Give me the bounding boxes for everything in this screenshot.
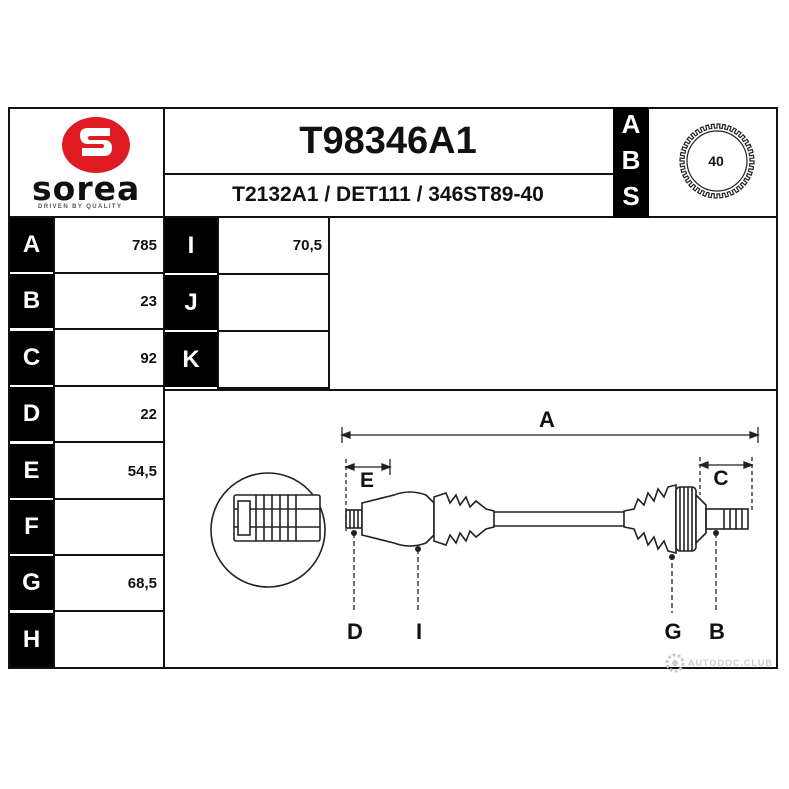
abs-letter-b: B	[621, 145, 641, 175]
dimension-value-j	[219, 275, 328, 330]
watermark-text: AUTODOC.CLUB	[688, 658, 773, 668]
abs-tooth-ring-icon	[679, 123, 755, 199]
table-row-divider	[53, 272, 163, 274]
table-row-divider	[53, 328, 163, 330]
sorea-emblem-icon	[62, 117, 130, 173]
drawing-top-line	[163, 389, 778, 391]
drive-shaft-drawing	[210, 427, 760, 613]
brand-logo: sorea DRIVEN BY QUALITY	[10, 109, 164, 215]
diagram-label-c: C	[713, 467, 729, 490]
table-row-divider	[217, 387, 328, 389]
dimension-letter-k: K	[165, 332, 217, 387]
table-row-divider	[217, 273, 328, 275]
dimension-value-a: 785	[131, 236, 157, 254]
diagram-label-g: G	[664, 619, 682, 644]
abs-teeth-count: 40	[708, 153, 724, 169]
dimension-letter-c: C	[10, 331, 53, 385]
abs-ring: 40	[651, 107, 778, 216]
abs-letter-a: A	[621, 109, 641, 139]
dimension-letter-g: G	[10, 556, 53, 610]
dimension-value-f	[55, 500, 163, 554]
dimension-letter-i: I	[165, 218, 217, 273]
diagram-label-b: B	[709, 619, 725, 644]
dimension-letter-a: A	[10, 218, 53, 272]
right-table-divider	[328, 216, 330, 390]
table-row-divider	[53, 610, 163, 612]
table-row-divider	[53, 498, 163, 500]
dimension-value-k	[219, 332, 328, 387]
dimension-value-d: 22	[140, 405, 157, 423]
abs-letter-s: S	[622, 181, 640, 211]
outer-frame	[8, 107, 778, 669]
diagram-label-e: E	[359, 469, 374, 492]
table-row-divider	[53, 441, 163, 443]
dimension-value-i: 70,5	[292, 237, 322, 254]
spline-detail-icon	[210, 472, 326, 588]
cross-references: T2132A1 / DET111 / 346ST89-40	[232, 183, 544, 206]
abs-label-column: A B S	[613, 107, 649, 218]
table-row-divider	[53, 554, 163, 556]
header-bottom-line	[8, 216, 778, 218]
right-letter-column-divider	[217, 216, 219, 390]
brand-name: sorea	[32, 169, 141, 208]
dimension-letter-b: B	[10, 274, 53, 328]
letter-column-divider	[53, 216, 55, 669]
dimension-value-g: 68,5	[127, 574, 157, 592]
dimension-letter-j: J	[165, 275, 217, 330]
table-row-divider	[217, 330, 328, 332]
dimension-value-h	[55, 613, 163, 667]
part-number: T98346A1	[299, 119, 477, 162]
dimension-value-e: 54,5	[127, 462, 157, 480]
table-row-divider	[53, 385, 163, 387]
dimension-value-b: 23	[140, 292, 157, 310]
diagram-label-a: A	[539, 407, 555, 432]
table-row-divider	[53, 667, 163, 669]
logo-divider	[163, 107, 165, 669]
header-mid-line	[163, 173, 613, 175]
diagram-label-d: D	[347, 619, 363, 644]
dimension-letter-h: H	[10, 613, 53, 667]
dimension-letter-d: D	[10, 387, 53, 441]
dimension-letter-f: F	[10, 500, 53, 554]
dimension-value-c: 92	[140, 349, 157, 367]
gear-watermark-icon	[665, 653, 685, 673]
diagram-label-i: I	[415, 619, 423, 644]
dimension-letter-e: E	[10, 444, 53, 498]
brand-tagline: DRIVEN BY QUALITY	[38, 204, 123, 210]
